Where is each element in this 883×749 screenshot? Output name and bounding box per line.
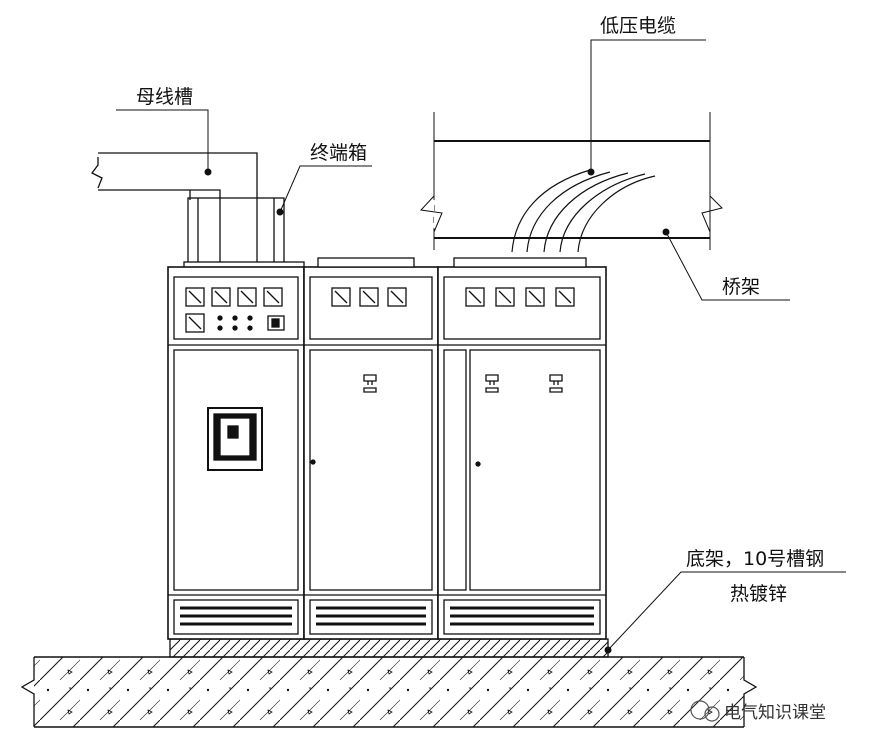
cable-tray-label: 桥架: [722, 276, 760, 298]
air-circuit-breaker: [207, 407, 263, 471]
base-frame-label: 底架，10号槽钢: [686, 548, 824, 570]
lv-cables: [511, 169, 656, 253]
cabinet-2: [303, 257, 439, 640]
vent-slots-2: [316, 606, 426, 626]
watermark-text: 电气知识课堂: [724, 703, 826, 723]
meter-row-1: [185, 287, 283, 333]
wechat-icon: [690, 700, 710, 720]
cabinet-3: [437, 257, 607, 640]
lv-cable-label: 低压电缆: [600, 15, 676, 37]
cabinet-1: [167, 266, 305, 640]
vent-slots-1: [180, 606, 292, 626]
terminal-box: [183, 197, 305, 269]
base-channel-steel: [169, 638, 609, 658]
cable-tray: [419, 112, 723, 250]
terminal-box-label: 终端箱: [310, 142, 367, 164]
leader-lines: [116, 39, 846, 654]
galvanized-label: 热镀锌: [730, 583, 787, 605]
vent-slots-3: [450, 606, 594, 626]
concrete-floor: [20, 656, 758, 728]
busway-duct: [91, 152, 258, 264]
busway-label: 母线槽: [136, 86, 193, 108]
watermark: 电气知识课堂: [690, 700, 826, 723]
